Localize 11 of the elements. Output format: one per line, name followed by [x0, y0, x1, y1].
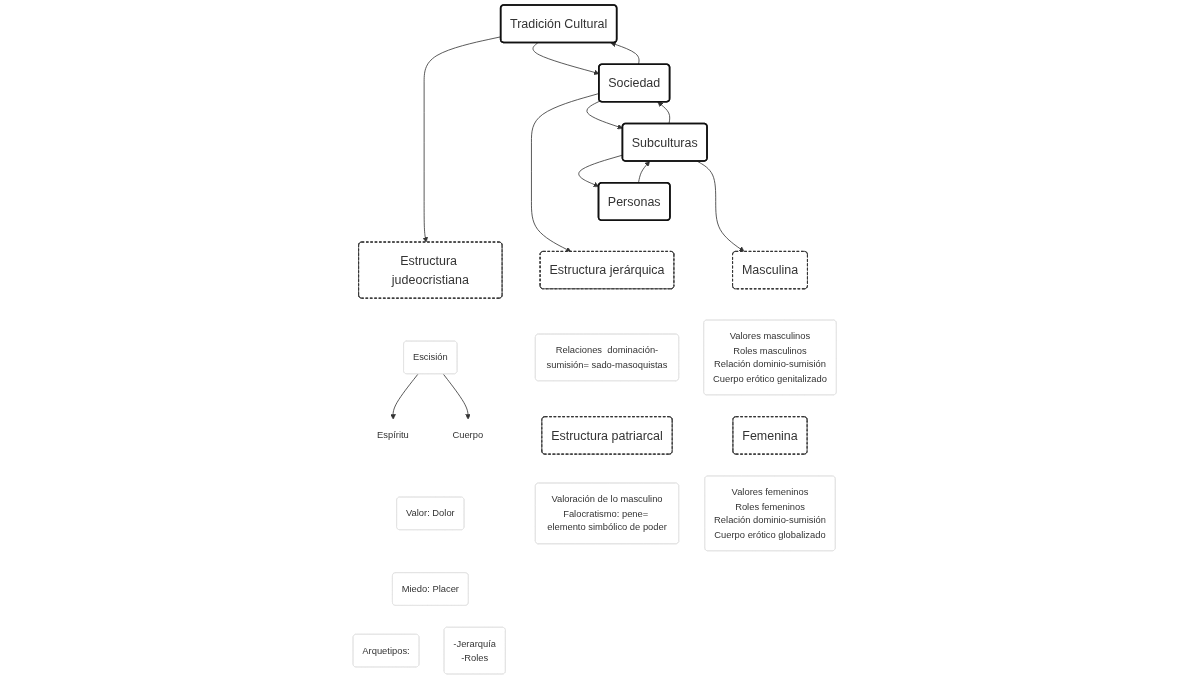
node-text: -Jerarquía -Roles [453, 637, 496, 663]
node-text: Escisión [412, 351, 448, 363]
node-text: Relaciones dominación-sumisión= sado-masoquistas [546, 344, 668, 370]
node-text: Espíritu [376, 429, 409, 441]
node-text: Valores femeninos Roles femeninos Relación dominio-sumisión Cuerpo erótico globalizado [713, 486, 826, 540]
node-text: Miedo: Placer [401, 583, 459, 594]
node-text: Valoración de lo masculino Falocratismo: pene= elemento simbólico de poder [547, 493, 667, 533]
node-text: Valores masculinos Roles masculinos Relación dominio-sumisión Cuerpo erótico genitalizado [712, 330, 827, 384]
node-text: Arquetipos: [362, 644, 410, 656]
node-text: Valor: Dolor [405, 507, 455, 519]
node-text: Cuerpo [452, 429, 483, 441]
